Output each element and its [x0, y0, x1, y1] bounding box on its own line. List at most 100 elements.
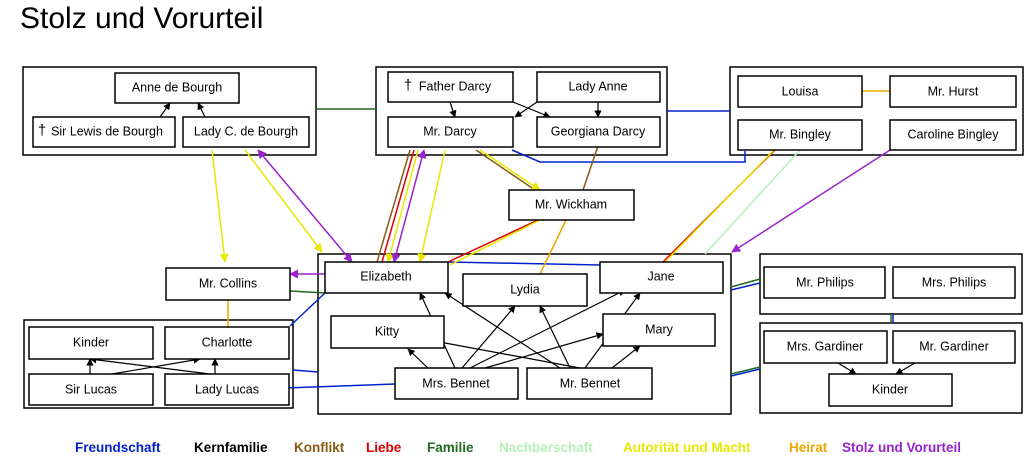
node-box [324, 261, 449, 294]
node-kitty: Kitty [375, 324, 400, 338]
node-sir-lucas: Sir Lucas [65, 382, 117, 396]
liebe-line [447, 219, 539, 263]
deceased-mark: † [38, 122, 46, 139]
node-mr-bingley: Mr. Bingley [769, 127, 832, 141]
node-box [164, 373, 290, 406]
node-box [462, 273, 588, 307]
node-box [28, 326, 154, 360]
kernfamilie-arrow [111, 356, 201, 375]
node-mrs-bennet: Mrs. Bennet [422, 376, 490, 390]
node-kinder-lucas: Kinder [73, 335, 109, 349]
kernfamilie-arrow [611, 345, 641, 369]
kernfamilie-arrow [159, 102, 171, 118]
freundschaft-line [730, 368, 761, 377]
node-box [387, 116, 514, 148]
kernfamilie-arrow [417, 335, 581, 369]
node-box [394, 367, 519, 400]
node-lady-anne: Lady Anne [568, 79, 627, 93]
node-mr-collins: Mr. Collins [199, 276, 257, 290]
autoritaet-line [385, 149, 419, 263]
kernfamilie-arrow [197, 102, 206, 118]
node-box [892, 330, 1016, 364]
node-sir-lewis-de-bourgh: Sir Lewis de Bourgh [51, 124, 163, 138]
familie-line [730, 278, 761, 288]
nachbarschaft-line [704, 149, 801, 255]
familie-line [730, 366, 761, 375]
konflikt-line [582, 145, 599, 191]
node-louisa: Louisa [782, 84, 819, 98]
freundschaft-line [289, 292, 326, 327]
legend-heirat: Heirat [789, 440, 828, 455]
node-jane: Jane [647, 269, 674, 283]
node-mrs-philips: Mrs. Philips [922, 275, 987, 289]
node-father-darcy: Father Darcy [419, 79, 492, 93]
legend-stolz: Stolz und Vorurteil [842, 440, 961, 455]
node-mrs-gardiner: Mrs. Gardiner [787, 339, 863, 353]
node-mr-bennet: Mr. Bennet [560, 376, 621, 390]
node-caroline-bingley: Caroline Bingley [907, 127, 999, 141]
node-box [889, 75, 1017, 108]
node-box [114, 72, 240, 104]
node-box [508, 189, 635, 221]
autoritaet-line [449, 219, 541, 266]
node-mr-hurst: Mr. Hurst [928, 84, 979, 98]
node-mr-darcy: Mr. Darcy [423, 124, 477, 138]
node-box [737, 75, 863, 108]
kernfamilie-arrow [512, 101, 551, 118]
legend-familie: Familie [427, 440, 474, 455]
node-lady-c-de-bourgh: Lady C. de Bourgh [194, 124, 298, 138]
legend-liebe: Liebe [366, 440, 402, 455]
node-box [737, 119, 863, 151]
deceased-mark: † [404, 77, 412, 94]
kernfamilie-arrow [469, 289, 626, 369]
legend-nachbarschaft: Nachbarschaft [499, 440, 593, 455]
node-kinder-gardiner: Kinder [872, 382, 908, 396]
node-box [763, 330, 888, 364]
page-title: Stolz und Vorurteil [20, 2, 264, 35]
stolz-line [731, 149, 891, 253]
node-box [889, 119, 1017, 151]
familie-line [289, 290, 326, 294]
legend-konflikt: Konflikt [294, 440, 345, 455]
freundschaft-line [511, 149, 746, 163]
node-box [828, 373, 953, 407]
autoritaet-line [244, 149, 323, 253]
group-lucas [23, 319, 294, 409]
node-box [330, 315, 445, 349]
legend-kernfamilie: Kernfamilie [194, 440, 268, 455]
stolz-line [257, 149, 353, 263]
legend-freundschaft: Freundschaft [75, 440, 161, 455]
kernfamilie-arrow [461, 305, 516, 369]
node-box [164, 326, 290, 360]
node-box [165, 267, 291, 301]
group-bennet [317, 253, 732, 415]
autoritaet-line [479, 149, 541, 191]
autoritaet-line [417, 149, 446, 263]
node-georgiana-darcy: Georgiana Darcy [551, 124, 646, 138]
legend-autoritaet: Autorität und Macht [623, 440, 751, 455]
konflikt-line [475, 149, 536, 191]
node-box [599, 261, 724, 294]
node-box [28, 373, 154, 406]
node-mr-gardiner: Mr. Gardiner [919, 339, 988, 353]
stolz-line [391, 149, 427, 263]
kernfamilie-arrow [484, 332, 604, 369]
node-box [387, 71, 514, 103]
node-mary: Mary [645, 322, 674, 336]
freundschaft-line [730, 282, 761, 291]
kernfamilie-arrow [837, 362, 857, 375]
konflikt-line [376, 149, 411, 263]
kernfamilie-arrow [539, 305, 571, 369]
group-de-bourgh [22, 66, 317, 156]
freundschaft-line [292, 369, 319, 373]
kernfamilie-arrow [89, 356, 211, 375]
node-lydia: Lydia [510, 282, 539, 296]
kernfamilie-arrow [449, 101, 457, 118]
heirat-line [539, 219, 567, 275]
node-mr-wickham: Mr. Wickham [535, 197, 607, 211]
kernfamilie-arrow [895, 362, 916, 375]
node-lady-lucas: Lady Lucas [195, 382, 259, 396]
node-anne-de-bourgh: Anne de Bourgh [132, 80, 222, 94]
node-box [763, 266, 886, 299]
